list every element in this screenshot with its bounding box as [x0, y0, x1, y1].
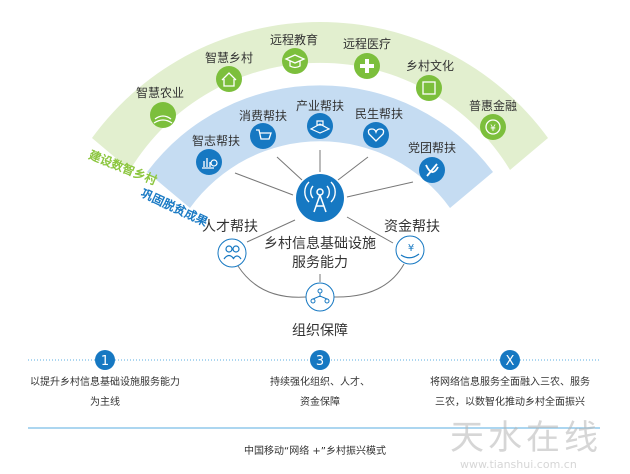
step-text-x: 将网络信息服务全面融入三农、服务 三农，以数智化推动乡村全面振兴: [410, 373, 610, 413]
step-text-1: 以提升乡村信息基础设施服务能力 为主线: [10, 373, 200, 413]
inner-band-blue: [147, 85, 493, 208]
support-label: 人才帮扶: [202, 219, 258, 235]
inner-item-aspiration-aid: 智志帮扶: [192, 133, 240, 175]
watermark-logo: 天水在线: [450, 418, 602, 458]
svg-text:¥: ¥: [490, 124, 496, 134]
outer-item-smart-agriculture: 智慧农业: [136, 85, 184, 128]
outer-item-label: 智慧乡村: [205, 50, 253, 65]
svg-text:¥: ¥: [408, 243, 414, 254]
outer-item-rural-culture: 乡村文化: [406, 58, 454, 101]
chart-search-icon: [196, 149, 222, 175]
house-icon: [216, 66, 242, 92]
people-icon: [217, 238, 247, 268]
support-funds: ¥ 资金帮扶: [384, 219, 440, 265]
outer-item-label: 远程医疗: [343, 36, 391, 51]
figure-caption: 中国移动“网络 +”乡村振兴模式: [244, 446, 386, 457]
outer-band-green: [92, 21, 548, 171]
support-label: 资金帮扶: [384, 219, 440, 235]
watermark-url: www.tianshui.com.cn: [460, 458, 577, 471]
step-text-line: 将网络信息服务全面融入三农、服务: [430, 377, 590, 388]
inner-item-consumption-aid: 消费帮扶: [239, 108, 287, 149]
shopping-cart-icon: [250, 123, 276, 149]
outer-item-label: 智慧农业: [136, 85, 184, 100]
step-text-line: 资金保障: [300, 397, 340, 408]
farm-field-icon: [150, 102, 176, 128]
outer-item-inclusive-finance: ¥ 普惠金融: [469, 98, 517, 140]
outer-item-label: 远程教育: [270, 32, 318, 47]
step-text-line: 三农，以数智化推动乡村全面振兴: [435, 397, 585, 408]
outer-item-label: 普惠金融: [469, 98, 517, 113]
industry-icon: [307, 113, 333, 139]
culture-icon: [416, 75, 442, 101]
inner-item-label: 民生帮扶: [355, 106, 403, 121]
inner-item-industry-aid: 产业帮扶: [296, 98, 344, 139]
svg-text:1: 1: [101, 354, 109, 369]
outer-item-smart-village: 智慧乡村: [205, 50, 253, 92]
core-label-line1: 乡村信息基础设施: [264, 235, 376, 252]
step-text-line: 为主线: [90, 397, 120, 408]
support-organization: 组织保障: [292, 282, 348, 339]
inner-item-label: 党团帮扶: [408, 140, 456, 155]
support-label: 组织保障: [292, 323, 348, 339]
inner-item-party-aid: 党团帮扶: [408, 140, 456, 183]
step-text-line: 以提升乡村信息基础设施服务能力: [30, 377, 180, 388]
inner-item-label: 产业帮扶: [296, 98, 344, 113]
core-label-line2: 服务能力: [292, 255, 348, 271]
core-node: 乡村信息基础设施 服务能力: [264, 174, 376, 271]
support-talent: 人才帮扶: [202, 219, 258, 268]
svg-text:3: 3: [316, 354, 324, 369]
outer-item-label: 乡村文化: [406, 58, 454, 73]
handshake-heart-icon: [363, 122, 389, 148]
graduation-cap-icon: [282, 48, 308, 74]
outer-item-remote-education: 远程教育: [270, 32, 318, 74]
outer-item-telemedicine: 远程医疗: [343, 36, 391, 79]
inner-item-livelihood-aid: 民生帮扶: [355, 106, 403, 148]
yuan-hand-icon: [395, 235, 425, 265]
step-badge-x: X: [500, 350, 520, 370]
step-text-line: 持续强化组织、人才、: [270, 377, 370, 388]
step-badge-1: 1: [95, 350, 115, 370]
inner-item-label: 智志帮扶: [192, 133, 240, 148]
signal-tower-icon: [296, 174, 344, 222]
connector-lines: [234, 150, 414, 298]
step-text-3: 持续强化组织、人才、 资金保障: [225, 373, 415, 413]
inner-item-label: 消费帮扶: [239, 108, 287, 123]
yuan-coin-icon: [480, 114, 506, 140]
step-badge-3: 3: [310, 350, 330, 370]
svg-text:X: X: [506, 354, 515, 369]
